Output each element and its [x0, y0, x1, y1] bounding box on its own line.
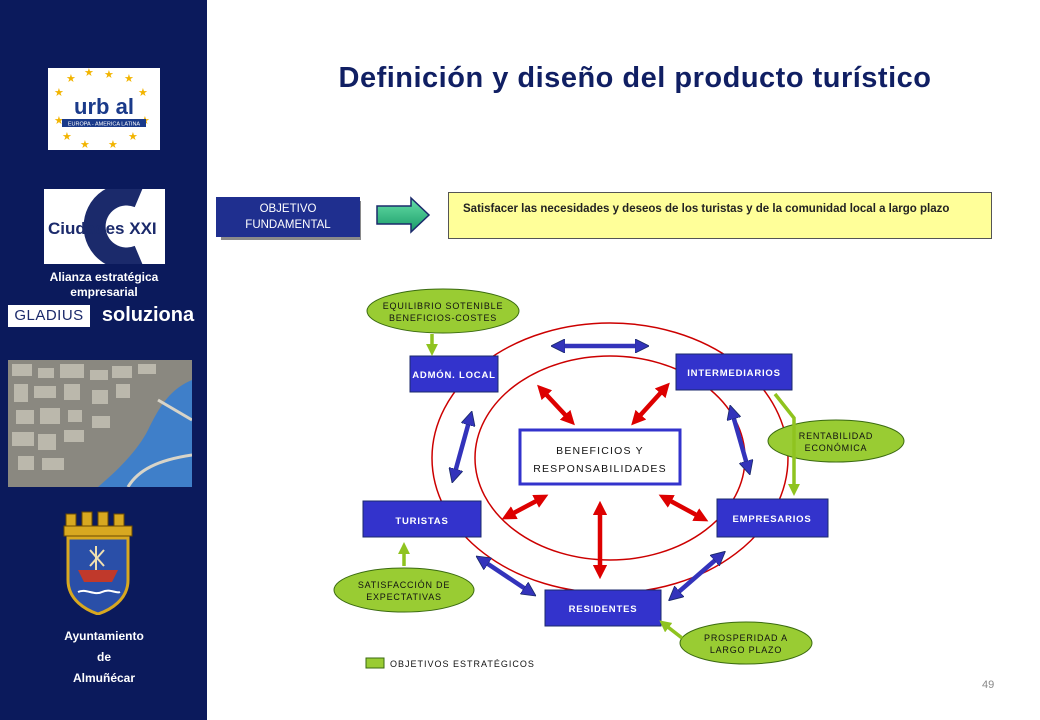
objective-description: Satisfacer las necesidades y deseos de l…	[448, 192, 992, 239]
footer-line-2: de	[96, 650, 111, 664]
goal-equilibrio	[366, 288, 520, 334]
svg-text:★: ★	[128, 130, 138, 143]
svg-text:★: ★	[84, 68, 94, 79]
red-arrow-admon	[537, 384, 575, 426]
goal-prosperidad-line-1: PROSPERIDAD A	[704, 633, 788, 643]
goal-satisfaccion-line-2: EXPECTATIVAS	[366, 592, 442, 602]
svg-text:★: ★	[54, 86, 64, 99]
node-admon-local	[409, 355, 499, 393]
goal-rentabilidad-line-1: RENTABILIDAD	[799, 431, 873, 441]
svg-text:★: ★	[104, 68, 114, 81]
goal-prosperidad	[679, 621, 813, 665]
blue-arrow-right	[732, 412, 748, 468]
blue-arrow-bottom-left	[482, 560, 530, 592]
center-line-1: BENEFICIOS Y	[556, 445, 644, 457]
page-number: 49	[982, 679, 995, 691]
stakeholder-diagram: BENEFICIOS Y RESPONSABILIDADES ADMÓN. LO…	[333, 288, 905, 669]
alliance-line-2: empresarial	[70, 285, 138, 299]
svg-text:★: ★	[124, 72, 134, 85]
goal-rentabilidad-line-2: ECONÓMICA	[805, 443, 868, 453]
node-admon-local-label: ADMÓN. LOCAL	[412, 369, 495, 381]
svg-text:★: ★	[54, 114, 64, 127]
legend-label: OBJETIVOS ESTRATÉGICOS	[390, 659, 535, 669]
alliance-label: Alianza estratégica empresarial	[8, 270, 200, 300]
svg-text:★: ★	[62, 130, 72, 143]
node-residentes	[544, 589, 662, 627]
ciudades-xxi-logo: Ciudades XXI	[44, 183, 165, 270]
urbal-logo: ★ ★ ★ ★ ★ ★ ★ ★ ★ ★ ★ ★ urb al EUROPA - …	[48, 66, 160, 151]
svg-text:★: ★	[80, 138, 90, 150]
goal-prosperidad-line-2: LARGO PLAZO	[710, 645, 782, 655]
footer-line-3: Almuñécar	[72, 671, 136, 685]
footer-line-1: Ayuntamiento	[64, 629, 144, 643]
arrow-right-icon	[376, 196, 431, 234]
node-turistas	[362, 500, 482, 538]
green-arrow-prosperidad	[659, 620, 684, 640]
goal-satisfaccion	[333, 567, 475, 613]
urbal-logo-subtext: EUROPA - AMERICA LATINA	[68, 122, 141, 128]
objective-label-line-2: FUNDAMENTAL	[245, 219, 331, 231]
node-turistas-label: TURISTAS	[395, 516, 448, 527]
goal-satisfaccion-line-1: SATISFACCIÓN DE	[358, 580, 450, 590]
node-empresarios-label: EMPRESARIOS	[732, 514, 811, 525]
goal-equilibrio-line-1: EQUILIBRIO SOTENIBLE	[383, 301, 504, 311]
objective-label-box: OBJETIVO FUNDAMENTAL	[216, 197, 360, 237]
node-empresarios	[716, 498, 829, 538]
node-residentes-label: RESIDENTES	[569, 604, 638, 615]
page-title: Definición y diseño del producto turísti…	[338, 62, 932, 94]
objective-label-line-1: OBJETIVO	[259, 203, 317, 215]
svg-text:★: ★	[66, 72, 76, 85]
soluziona-logo: soluziona	[97, 303, 199, 328]
red-arrow-empresarios	[658, 494, 709, 522]
gladius-logo: GLADIUS	[8, 305, 90, 327]
node-intermediarios	[675, 353, 793, 391]
legend-swatch	[365, 657, 385, 669]
urbal-logo-text: urb al	[74, 94, 134, 119]
red-arrow-intermediarios	[631, 382, 670, 426]
red-arrow-turistas	[501, 494, 549, 520]
svg-text:★: ★	[108, 138, 118, 150]
blue-arrow-bottom-right	[674, 556, 720, 596]
node-intermediarios-label: INTERMEDIARIOS	[687, 368, 781, 379]
goal-rentabilidad	[767, 419, 905, 463]
footer-label: Ayuntamiento de Almuñécar	[8, 626, 200, 689]
gladius-logo-text: GLADIUS	[14, 307, 84, 324]
soluziona-logo-text: soluziona	[101, 304, 195, 326]
blue-arrow-left	[454, 418, 470, 476]
goal-equilibrio-line-2: BENEFICIOS-COSTES	[389, 313, 497, 323]
center-line-2: RESPONSABILIDADES	[533, 463, 667, 475]
center-box	[518, 428, 682, 486]
green-arrow-rentabilidad	[773, 392, 800, 496]
almunecar-crest	[60, 510, 136, 616]
ciudades-xxi-logo-text: Ciudades XXI	[48, 219, 157, 238]
alliance-line-1: Alianza estratégica	[49, 270, 159, 284]
city-aerial-photo	[8, 360, 193, 488]
svg-text:★: ★	[138, 86, 148, 99]
